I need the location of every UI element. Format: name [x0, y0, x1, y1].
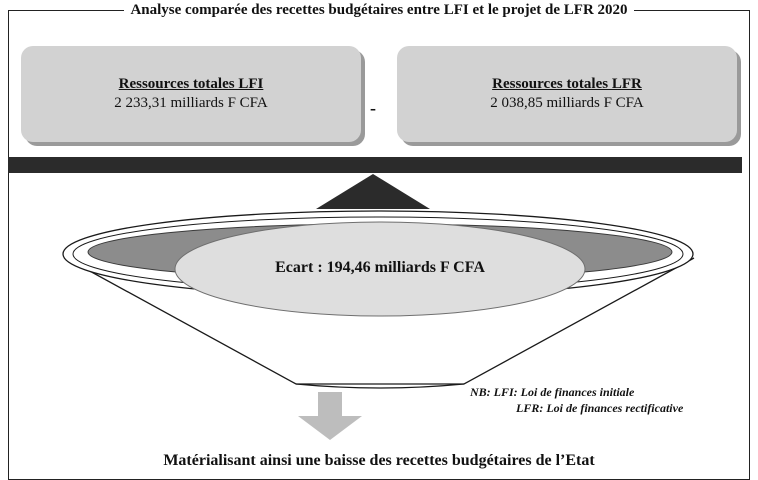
lfr-resources-value: 2 038,85 milliards F CFA — [490, 95, 644, 111]
down-arrow-icon — [298, 392, 362, 440]
diagram-title: Analyse comparée des recettes budgétaire… — [0, 2, 758, 19]
balance-bar — [8, 157, 742, 173]
lfr-resources-box: Ressources totales LFR 2 038,85 milliard… — [397, 46, 737, 142]
ecart-label: Ecart : 194,46 milliards F CFA — [275, 259, 485, 276]
lfr-resources-label: Ressources totales LFR — [492, 76, 642, 92]
conclusion-text-content: Matérialisant ainsi une baisse des recet… — [159, 452, 599, 469]
funnel-inner-ellipse — [174, 221, 586, 317]
note-lfi: NB: LFI: Loi de finances initiale — [470, 385, 635, 399]
lfi-resources-label: Ressources totales LFI — [118, 76, 264, 92]
lfi-resources-box: Ressources totales LFI 2 233,31 milliard… — [21, 46, 361, 142]
lfi-resources-value: 2 233,31 milliards F CFA — [114, 95, 268, 111]
up-triangle-icon — [316, 174, 430, 209]
conclusion-text: Matérialisant ainsi une baisse des recet… — [0, 452, 758, 470]
funnel-graphic — [62, 174, 695, 440]
diagram-title-text: Analyse comparée des recettes budgétaire… — [124, 2, 634, 18]
note-lfr: LFR: Loi de finances rectificative — [516, 401, 684, 415]
abbreviation-note: NB: LFI: Loi de finances initiale LFR: L… — [470, 384, 683, 416]
minus-operator: - — [370, 98, 376, 118]
funnel-bottom-rim — [295, 383, 465, 389]
